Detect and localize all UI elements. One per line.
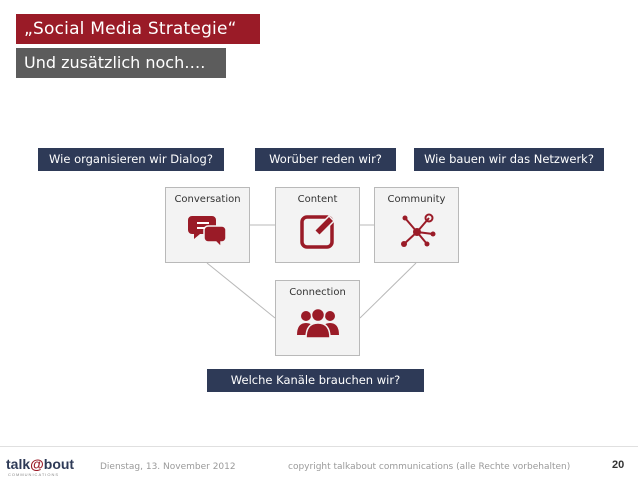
logo-subtext: COMMUNICATIONS [8,472,60,477]
footer-date: Dienstag, 13. November 2012 [100,462,236,472]
question-topics: Worüber reden wir? [255,148,396,171]
logo-text-start: talk [6,456,31,472]
talkabout-logo: talk@bout [6,456,74,472]
conversation-box: Conversation [165,187,250,263]
footer-copyright: copyright talkabout communications (alle… [288,462,571,472]
page-number: 20 [612,459,625,471]
question-channels: Welche Kanäle brauchen wir? [207,369,424,392]
content-label: Content [297,194,338,205]
question-network: Wie bauen wir das Netzwerk? [414,148,604,171]
people-group-icon [296,307,339,339]
logo-at: @ [30,456,44,472]
content-box: Content [275,187,360,263]
community-label: Community [387,194,446,205]
slide-title: „Social Media Strategie“ [16,14,260,44]
conversation-label: Conversation [174,194,241,205]
community-box: Community [374,187,459,263]
speech-bubbles-icon [187,216,227,248]
question-dialog: Wie organisieren wir Dialog? [38,148,224,171]
connection-box: Connection [275,280,360,356]
footer-divider [0,446,638,447]
slide-subtitle: Und zusätzlich noch…. [16,48,226,78]
logo-text-end: bout [43,456,75,472]
edit-pencil-icon [299,214,335,249]
connection-label: Connection [289,287,346,298]
network-nodes-icon [400,213,435,247]
